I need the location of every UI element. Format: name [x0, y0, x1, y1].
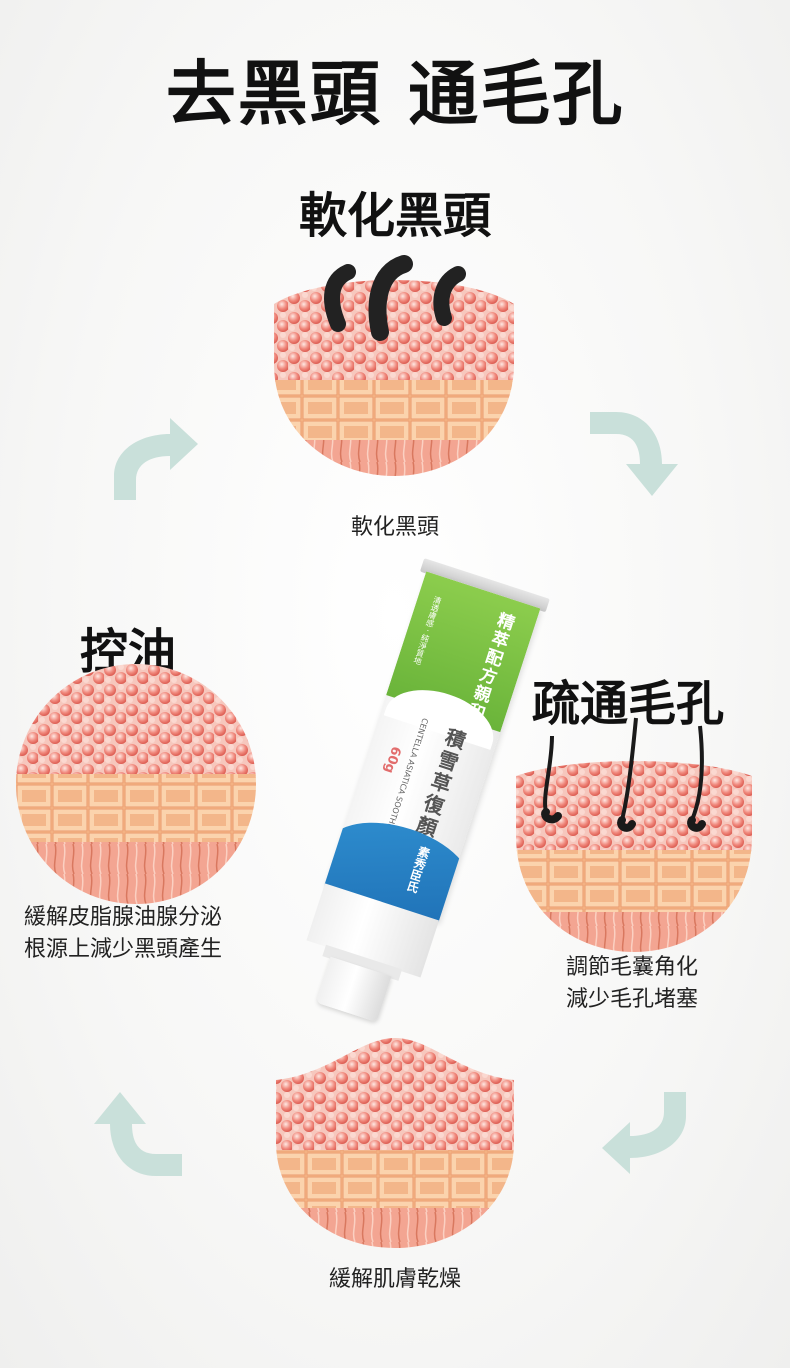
skin-illustration-top: [274, 255, 514, 476]
left-caption-line2: 根源上減少黑頭產生: [24, 937, 223, 962]
page-title: 去黑頭 通毛孔: [165, 53, 625, 135]
curved-arrow-icon: [602, 1092, 686, 1174]
right-caption-line2: 減少毛孔堵塞: [566, 987, 699, 1012]
tube-weight-text: 60g: [380, 744, 404, 776]
top-heading: 軟化黑頭: [298, 188, 491, 244]
skin-illustration-left: [16, 664, 256, 904]
curved-arrow-icon: [590, 412, 678, 496]
right-heading: 疏通毛孔: [532, 676, 725, 732]
skin-illustration-bottom: [276, 1038, 514, 1248]
right-caption-line1: 調節毛囊角化: [566, 955, 699, 980]
tube-body: 精萃配方親和肌 清透膚感 · 純淨質地 積雪草復顏舒緩膏 CENTELLA AS…: [324, 571, 541, 923]
bottom-caption: 緩解肌膚乾燥: [328, 1267, 461, 1292]
skin-illustration-right: [516, 717, 752, 952]
top-caption: 軟化黑頭: [350, 515, 439, 540]
left-caption-line1: 緩解皮脂腺油腺分泌: [24, 905, 223, 930]
curved-arrow-icon: [114, 418, 198, 500]
curved-arrow-icon: [94, 1092, 182, 1176]
